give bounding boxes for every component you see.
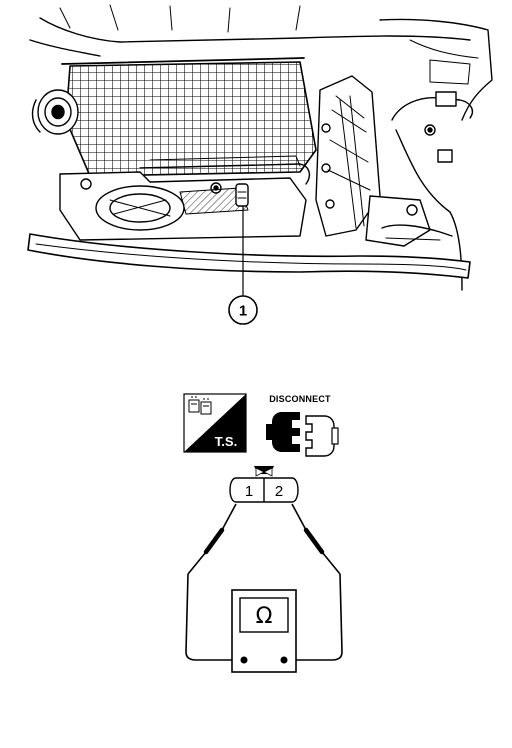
ts-label: T.S. bbox=[215, 434, 237, 449]
engine-bay-illustration bbox=[27, 4, 493, 297]
meter-lead-left bbox=[185, 573, 242, 661]
ohm-symbol: Ω bbox=[256, 604, 273, 629]
meter-terminal-right bbox=[280, 656, 288, 664]
test-probe-right bbox=[291, 503, 341, 575]
meter-terminal-left bbox=[240, 656, 248, 664]
disconnect-icon: DISCONNECT bbox=[266, 394, 339, 457]
harness-connector: 1 2 bbox=[229, 466, 299, 503]
ambient-sensor-part bbox=[235, 183, 249, 207]
callout-1-number: 1 bbox=[239, 303, 247, 320]
ts-troubleshoot-icon: T.S. bbox=[183, 393, 247, 453]
callout-1: 1 bbox=[228, 295, 258, 325]
connector-test-diagram: 1 2 Ω bbox=[185, 466, 343, 673]
ohmmeter: Ω bbox=[231, 589, 297, 673]
pin-2-label: 2 bbox=[275, 483, 283, 500]
pin-1-label: 1 bbox=[245, 483, 253, 500]
disconnect-label: DISCONNECT bbox=[269, 394, 331, 404]
meter-lead-right bbox=[286, 573, 343, 661]
horn-icon bbox=[31, 89, 79, 135]
test-probe-left bbox=[187, 503, 237, 575]
